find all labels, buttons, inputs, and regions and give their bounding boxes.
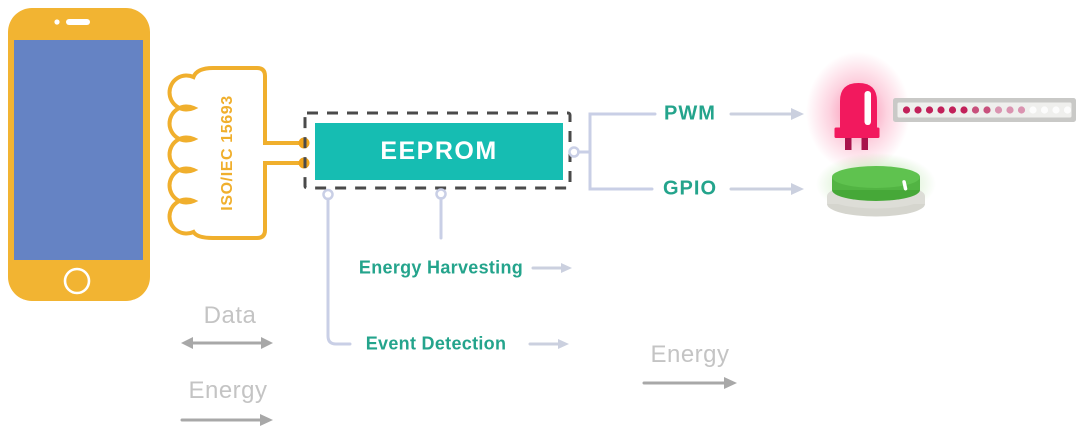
led-strip-dot	[1040, 106, 1049, 114]
led-strip-dot	[983, 106, 991, 114]
push-button-icon	[816, 153, 936, 217]
led-strip-dot	[1017, 106, 1026, 114]
led-strip-dot	[1063, 106, 1072, 114]
led-strip	[893, 98, 1076, 122]
output-arrows	[528, 108, 804, 349]
led-strip-dot	[994, 106, 1003, 114]
data-flow-label: Data	[203, 302, 257, 329]
event-detection-line	[326, 197, 352, 346]
pwm-arrow	[729, 108, 804, 120]
led-strip-dot	[1006, 106, 1014, 114]
energy-harvesting-label: Energy Harvesting	[358, 257, 524, 278]
led-strip-dot	[1052, 106, 1060, 114]
signal-lines	[326, 112, 657, 346]
smartphone-icon	[8, 8, 150, 301]
energy-right-arrow	[642, 377, 737, 389]
led-strip-dots	[902, 106, 1072, 114]
energy-flow-label-right: Energy	[650, 341, 730, 368]
event-detection-label: Event Detection	[365, 333, 507, 354]
gpio-arrow	[729, 183, 804, 195]
data-bidirectional-arrow	[181, 337, 273, 349]
energy-harvesting-arrow	[531, 263, 572, 273]
energy-left-arrow	[180, 414, 273, 426]
led-strip-dot	[925, 106, 934, 114]
event-detection-arrow	[528, 339, 569, 349]
eeprom-label: EEPROM	[380, 137, 498, 165]
output-branch-line	[577, 112, 657, 191]
led-strip-dot	[960, 106, 968, 114]
antenna-standard-label: ISO/IEC 15693	[219, 95, 236, 211]
gpio-label: GPIO	[662, 177, 718, 200]
led-strip-dot	[1029, 106, 1037, 114]
led-strip-dot	[948, 106, 957, 114]
energy-flow-label-left: Energy	[188, 377, 268, 404]
led-strip-dot	[902, 106, 911, 114]
flow-arrows	[180, 337, 737, 426]
eeprom-chip	[303, 111, 572, 190]
led-strip-dot	[971, 106, 980, 114]
pwm-label: PWM	[664, 102, 716, 125]
led-strip-dot	[937, 106, 945, 114]
antenna-coil-icon	[167, 66, 310, 240]
led-icon	[806, 52, 910, 172]
led-strip-dot	[914, 106, 922, 114]
